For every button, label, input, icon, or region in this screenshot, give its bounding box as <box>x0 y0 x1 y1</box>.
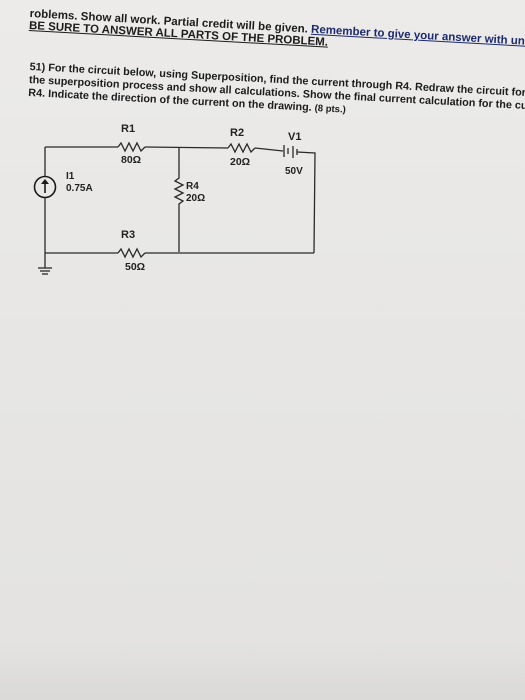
v1-battery <box>283 145 298 158</box>
r1-label: R1 <box>121 123 135 135</box>
i1-value: 0.75A <box>66 183 93 194</box>
r3-label: R3 <box>121 229 135 241</box>
current-source-icon <box>33 175 57 199</box>
r2-value: 20Ω <box>230 156 250 168</box>
r4-label: R4 <box>186 181 199 192</box>
r2-resistor <box>227 142 256 154</box>
r3-resistor <box>117 247 146 259</box>
wire-top-middle <box>144 146 229 149</box>
page-shadow <box>0 640 525 700</box>
r4-value: 20Ω <box>186 193 205 204</box>
r1-resistor <box>117 141 146 153</box>
i1-label: I1 <box>66 171 75 182</box>
r4-resistor <box>173 147 185 252</box>
v1-value: 50V <box>285 166 303 177</box>
ground-icon <box>38 253 52 275</box>
wire-right-side <box>296 151 316 254</box>
v1-label: V1 <box>288 131 301 143</box>
wire-top-right <box>254 147 284 152</box>
r2-label: R2 <box>230 127 244 139</box>
r3-value: 50Ω <box>125 261 145 273</box>
r1-value: 80Ω <box>121 154 141 166</box>
